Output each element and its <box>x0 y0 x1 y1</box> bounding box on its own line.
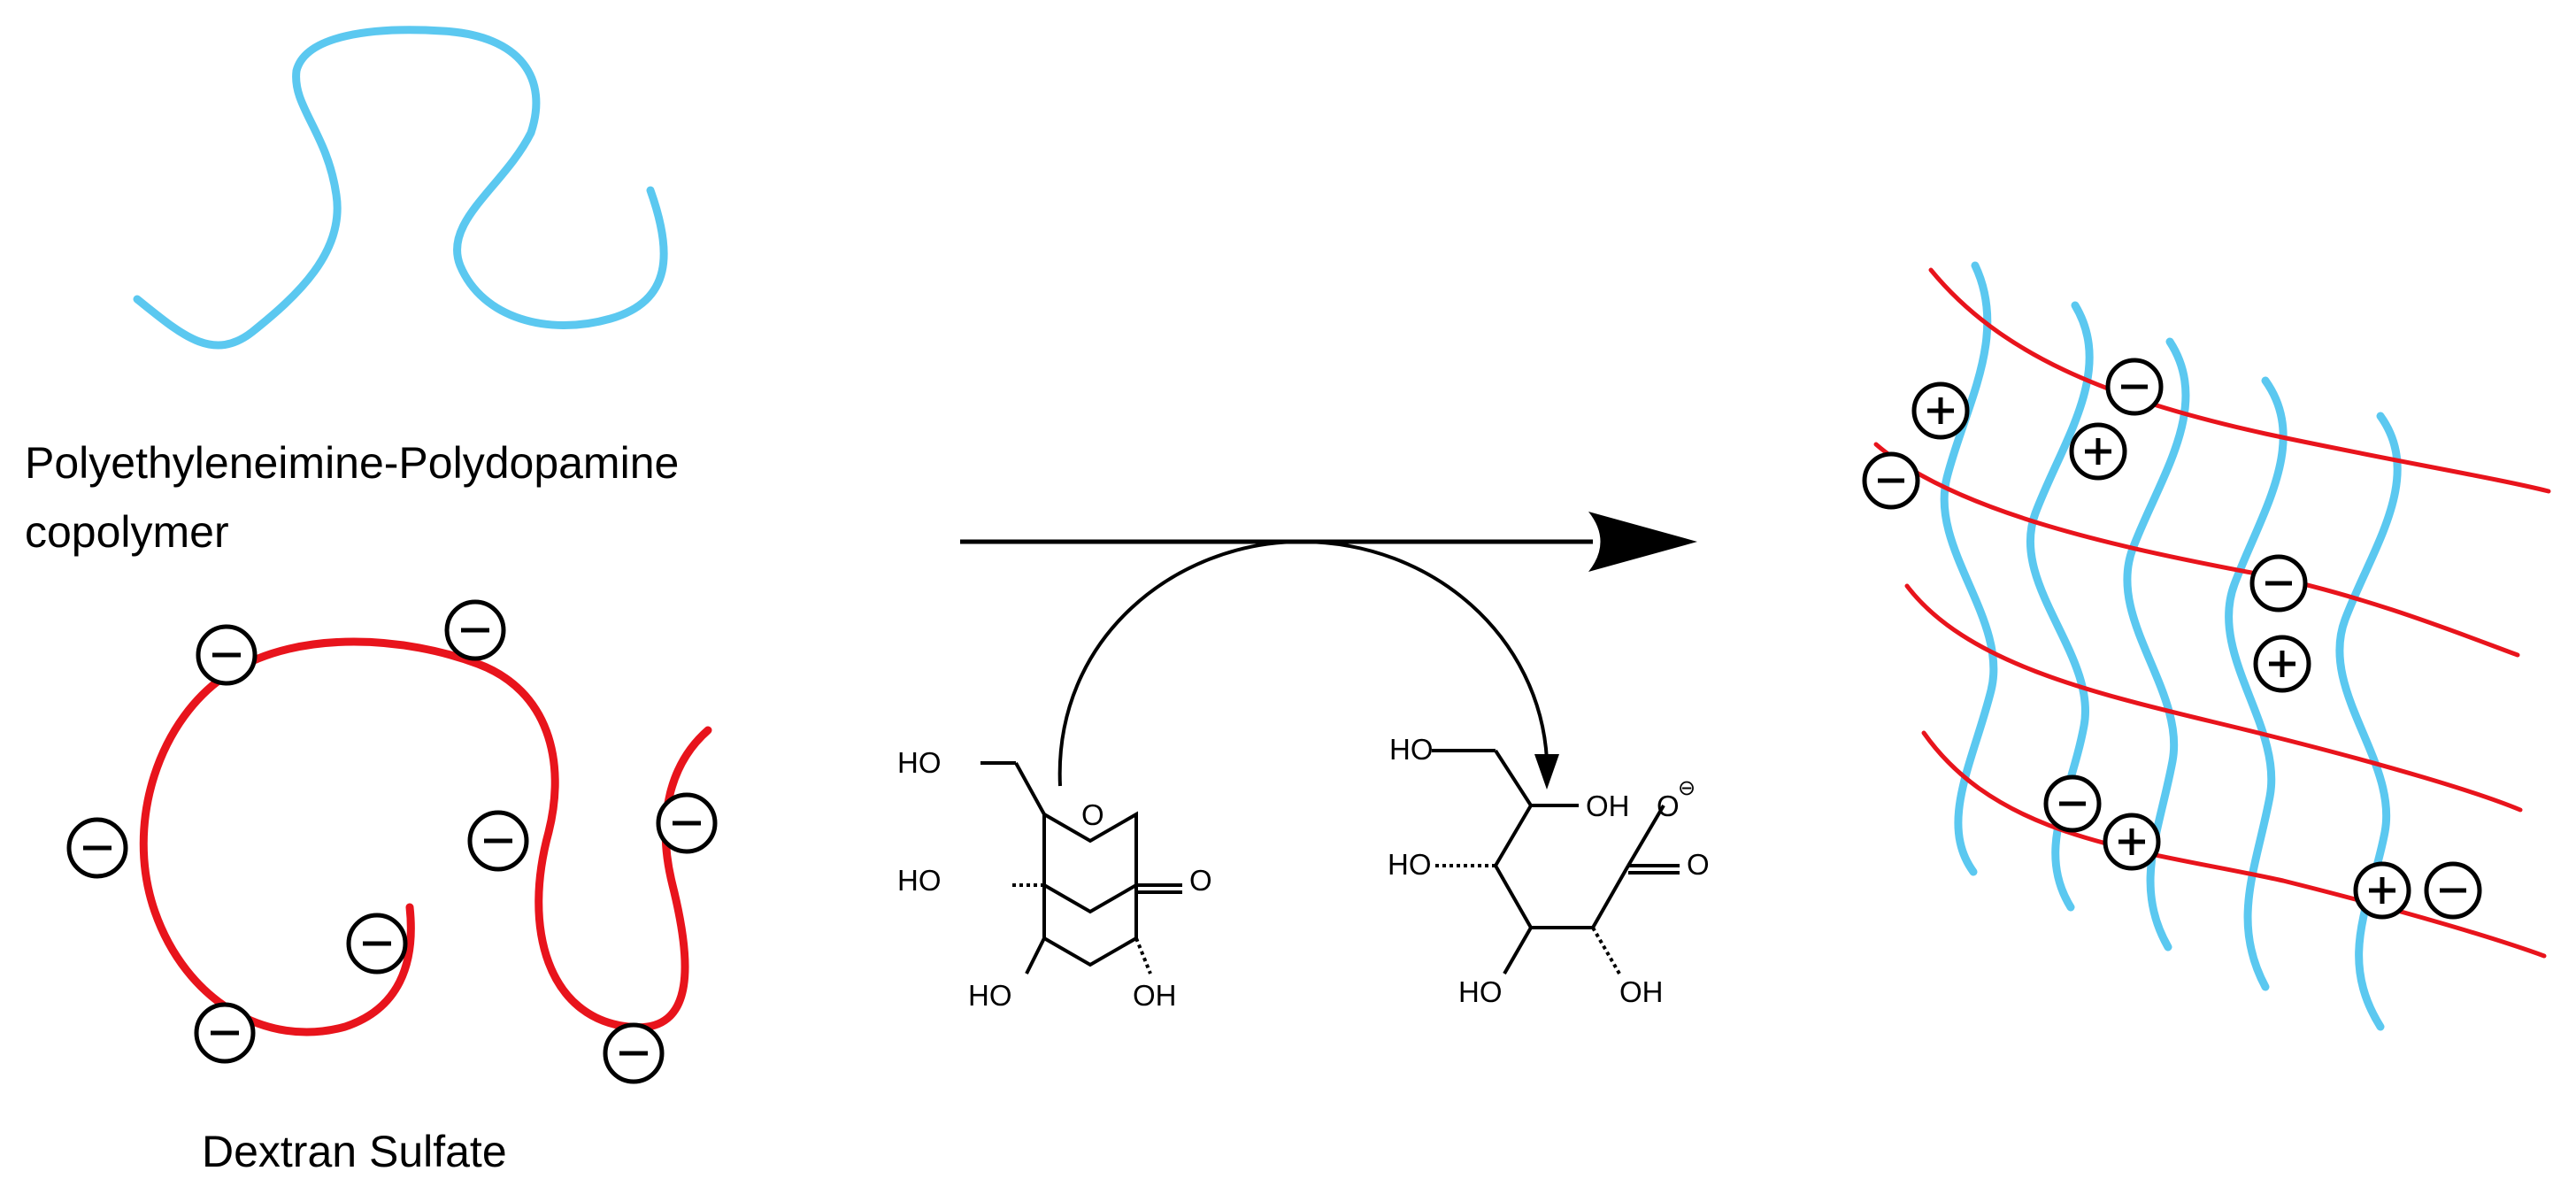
gluconate-minus-sign: ⊖ <box>1678 776 1696 800</box>
gluconate-carbonyl-oxygen: O <box>1687 848 1710 881</box>
dextran-charges <box>66 599 718 1084</box>
lactone-structure <box>980 761 1182 975</box>
negative-charge-icon <box>2105 358 2164 416</box>
negative-charge-icon <box>66 817 128 879</box>
negative-charge-icon <box>467 810 529 872</box>
gluconate-oh-right: OH <box>1586 790 1630 822</box>
negative-charge-icon <box>2424 861 2482 920</box>
gluconate-oh-bottom: OH <box>1619 975 1664 1008</box>
positive-charge-icon <box>2353 861 2411 920</box>
gluconate-ho-bottom: HO <box>1458 975 1503 1008</box>
network-charges <box>1862 358 2482 920</box>
lactone-carbonyl-oxygen: O <box>1189 864 1212 897</box>
negative-charge-icon <box>603 1022 665 1084</box>
negative-charge-icon <box>1862 451 1920 510</box>
lactone-ho-left: HO <box>897 864 942 897</box>
negative-charge-icon <box>346 913 408 975</box>
copolymer-label: copolymer <box>25 507 229 557</box>
dextran-strand <box>139 637 712 1036</box>
negative-charge-icon <box>194 1002 256 1064</box>
dextran-label: Dextran Sulfate <box>202 1127 507 1176</box>
gluconate-o-minus: O <box>1657 790 1680 822</box>
lactone-ring-oxygen: O <box>1081 798 1104 831</box>
pei-pda-label: Polyethyleneimine-Polydopamine <box>25 438 679 488</box>
negative-charge-icon <box>2043 774 2102 833</box>
lactone-ho-bottom: HO <box>968 979 1012 1012</box>
negative-charge-icon <box>656 792 718 854</box>
gluconate-ho-top: HO <box>1389 733 1434 766</box>
positive-charge-icon <box>2069 422 2127 481</box>
lactone-ho-top: HO <box>897 746 942 779</box>
gluconate-ho-left: HO <box>1388 848 1432 881</box>
conversion-arrow <box>1057 539 1559 790</box>
positive-charge-icon <box>1911 381 1970 440</box>
positive-charge-icon <box>2103 813 2161 871</box>
positive-charge-icon <box>2253 635 2311 693</box>
negative-charge-icon <box>444 599 506 661</box>
negative-charge-icon <box>196 624 258 686</box>
lactone-oh-bottom: OH <box>1133 979 1177 1012</box>
negative-charge-icon <box>2249 554 2308 613</box>
pei-pda-strand <box>133 26 668 350</box>
gluconate-structure <box>1432 749 1680 975</box>
